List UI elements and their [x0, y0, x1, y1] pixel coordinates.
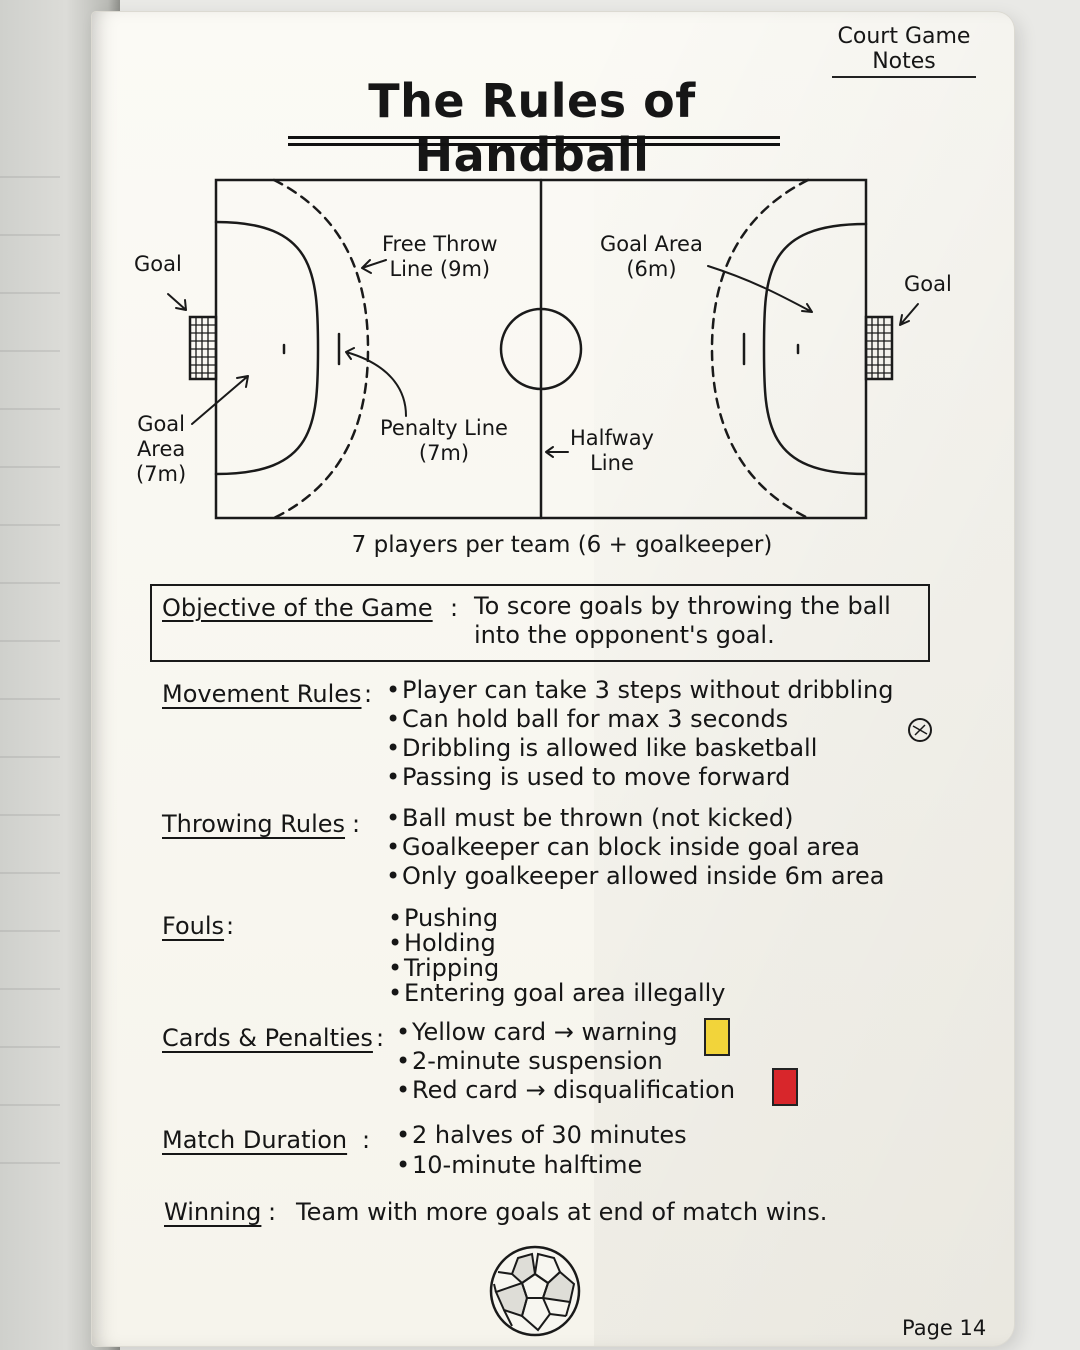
halfway-line-arrow: [545, 446, 569, 458]
goal-area-left-line-2: Area: [136, 437, 186, 461]
goal-area-right-line-1: Goal Area: [600, 232, 703, 256]
winning-label: Winning: [164, 1198, 262, 1226]
objective-label: Objective of the Game: [162, 594, 433, 622]
penalty-line-label-line-1: Penalty Line: [380, 416, 508, 440]
list-item: Pushing: [388, 906, 725, 932]
cards-penalties-colon: :: [376, 1024, 385, 1052]
movement-rules-colon: :: [364, 680, 373, 708]
match-duration-colon: :: [362, 1126, 371, 1154]
list-item: Passing is used to move forward: [386, 763, 893, 792]
right-goal-net: [864, 315, 894, 381]
objective-text-line-2: into the opponent's goal.: [474, 621, 775, 649]
penalty-line-label: Penalty Line (7m): [380, 416, 508, 466]
free-throw-label: Free Throw Line (9m): [382, 232, 498, 282]
handball-court-diagram: [167, 178, 919, 520]
list-item: Holding: [388, 931, 725, 957]
list-item: Yellow card → warning: [396, 1018, 735, 1047]
goal-area-right-line-2: (6m): [626, 257, 677, 281]
right-goal-area-line: [762, 222, 868, 476]
movement-rules-label: Movement Rules: [162, 680, 362, 708]
center-circle: [499, 307, 583, 391]
list-item: Tripping: [388, 956, 725, 982]
corner-label: Court Game Notes: [832, 24, 976, 78]
handball-icon: [489, 1245, 581, 1337]
right-goal-label: Goal: [904, 272, 952, 296]
ball-icon: [908, 718, 932, 742]
left-goal-area-line: [214, 220, 320, 476]
goal-area-right-arrow: [707, 265, 813, 313]
list-item: Player can take 3 steps without dribblin…: [386, 676, 893, 705]
right-goal-arrow: [899, 303, 919, 326]
list-item: 10-minute halftime: [396, 1150, 687, 1180]
list-item: Ball must be thrown (not kicked): [386, 804, 884, 833]
match-duration-label: Match Duration: [162, 1126, 348, 1154]
free-throw-label-line-1: Free Throw: [382, 232, 498, 256]
throwing-rules-label: Throwing Rules: [162, 810, 346, 838]
penalty-line-arrow: [345, 347, 407, 417]
previous-page-edge: [0, 120, 60, 1220]
notebook-page: Court Game Notes The Rules of Handball: [92, 12, 1014, 1346]
title-underline: [288, 136, 780, 139]
list-item: Only goalkeeper allowed inside 6m area: [386, 862, 884, 891]
objective-colon: :: [450, 594, 459, 622]
left-goal-net: [188, 315, 218, 381]
list-item: Red card → disqualification: [396, 1076, 735, 1105]
fouls-label: Fouls: [162, 912, 225, 940]
goal-area-right-label: Goal Area (6m): [600, 232, 703, 282]
corner-label-line-1: Court Game: [837, 24, 971, 49]
winning-colon: :: [268, 1198, 277, 1226]
left-goal-arrow: [167, 293, 187, 311]
throwing-rules-colon: :: [352, 810, 361, 838]
right-free-throw-line: [710, 178, 810, 520]
red-card-icon: [772, 1068, 798, 1106]
halfway-line-label-line-1: Halfway: [570, 426, 654, 450]
cards-penalties-list: Yellow card → warning 2-minute suspensio…: [396, 1018, 735, 1105]
list-item: Goalkeeper can block inside goal area: [386, 833, 884, 862]
match-duration-list: 2 halves of 30 minutes 10-minute halftim…: [396, 1120, 687, 1180]
goal-area-left-label: Goal Area (7m): [136, 412, 186, 487]
movement-rules-list: Player can take 3 steps without dribblin…: [386, 676, 893, 792]
title-underline-2: [288, 143, 780, 146]
corner-label-line-2: Notes: [872, 49, 936, 74]
free-throw-arrow: [361, 259, 387, 274]
list-item: Dribbling is allowed like basketball: [386, 734, 893, 763]
objective-text: To score goals by throwing the ball into…: [474, 592, 924, 650]
goal-area-left-line-1: Goal: [137, 412, 186, 436]
halfway-line-label-line-2: Line: [590, 451, 634, 475]
free-throw-label-line-2: Line (9m): [389, 257, 491, 281]
list-item: Can hold ball for max 3 seconds: [386, 705, 893, 734]
team-size-note: 7 players per team (6 + goalkeeper): [351, 532, 773, 558]
goal-area-left-arrow: [191, 375, 249, 425]
list-item: 2-minute suspension: [396, 1047, 735, 1076]
left-free-throw-line: [272, 178, 370, 520]
objective-box: Objective of the Game : To score goals b…: [150, 584, 930, 662]
goal-area-left-line-3: (7m): [136, 462, 187, 486]
throwing-rules-list: Ball must be thrown (not kicked) Goalkee…: [386, 804, 884, 891]
list-item: 2 halves of 30 minutes: [396, 1120, 687, 1150]
page-number: Page 14: [902, 1316, 987, 1340]
winning-text: Team with more goals at end of match win…: [296, 1198, 828, 1226]
objective-text-line-1: To score goals by throwing the ball: [474, 592, 891, 620]
cards-penalties-label: Cards & Penalties: [162, 1024, 373, 1052]
yellow-card-icon: [704, 1018, 730, 1056]
list-item: Entering goal area illegally: [388, 981, 725, 1007]
fouls-list: Pushing Holding Tripping Entering goal a…: [388, 906, 725, 1007]
halfway-line-label: Halfway Line: [570, 426, 654, 476]
penalty-line-label-line-2: (7m): [418, 441, 470, 465]
fouls-colon: :: [226, 912, 235, 940]
left-goal-label: Goal: [134, 252, 182, 276]
